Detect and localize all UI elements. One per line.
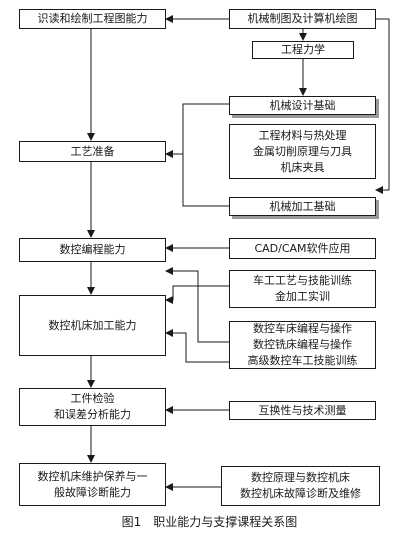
ability-maintenance-box: 数控机床维护保养与一 般故障诊断能力 [19, 463, 166, 506]
course-turning-line1: 车工工艺与技能训练 [253, 274, 352, 287]
course-measurement-box: 互换性与技术测量 [229, 401, 376, 420]
course-nc-principles-line2: 数控机床故障诊断及维修 [240, 487, 361, 500]
arrow-design-to-drawing-course-loop [375, 18, 390, 194]
course-turning-box: 车工工艺与技能训练 金加工实训 [229, 270, 376, 308]
ability-drawing-box: 识读和绘制工程图能力 [19, 9, 166, 29]
ability-maintenance-line2: 般故障诊断能力 [54, 485, 131, 499]
ability-drawing-label: 识读和绘制工程图能力 [37, 12, 148, 25]
ability-machining-box: 数控机床加工能力 [19, 295, 166, 356]
course-nc-ops-line3: 高级数控车工技能训练 [247, 354, 358, 367]
course-drawing-box: 机械制图及计算机绘图 [229, 9, 376, 29]
ability-maintenance-line1: 数控机床维护保养与一 [37, 469, 148, 483]
course-materials-line1: 工程材料与热处理 [258, 128, 347, 142]
ability-inspection-line2: 和误差分析能力 [54, 408, 131, 421]
course-design-label: 机械设计基础 [269, 98, 336, 112]
course-nc-ops-box: 数控车床编程与操作 数控铣床编程与操作 高级数控车工技能训练 [229, 321, 376, 369]
course-measurement-label: 互换性与技术测量 [258, 403, 347, 417]
course-nc-ops-line2: 数控铣床编程与操作 [253, 338, 352, 351]
course-mechanics-box: 工程力学 [252, 41, 354, 59]
course-turning-line2: 金加工实训 [275, 290, 330, 303]
course-nc-ops-line1: 数控车床编程与操作 [253, 322, 352, 335]
course-machining-basics-label: 机械加工基础 [269, 199, 336, 213]
ability-programming-label: 数控编程能力 [59, 243, 126, 256]
course-design-box: 机械设计基础 [229, 96, 376, 115]
course-nc-principles-line1: 数控原理与数控机床 [251, 471, 350, 484]
ability-inspection-box: 工件检验 和误差分析能力 [19, 388, 166, 426]
arrow-turning-to-machining [165, 285, 229, 304]
ability-programming-box: 数控编程能力 [19, 238, 166, 262]
arrow-design-to-process [165, 103, 229, 158]
course-cad-cam-label: CAD/CAM软件应用 [254, 241, 351, 255]
figure-caption: 图1 职业能力与支撑课程关系图 [121, 515, 298, 529]
arrow-nc-ops-to-machining [165, 329, 229, 363]
ability-process-label: 工艺准备 [70, 144, 115, 158]
course-nc-principles-box: 数控原理与数控机床 数控机床故障诊断及维修 [221, 466, 380, 506]
course-cad-cam-box: CAD/CAM软件应用 [229, 238, 376, 259]
ability-machining-label: 数控机床加工能力 [48, 318, 137, 332]
course-materials-line3: 机床夹具 [280, 160, 325, 174]
course-materials-box: 工程材料与热处理 金属切削原理与刀具 机床夹具 [229, 124, 376, 179]
course-machining-basics-box: 机械加工基础 [229, 197, 376, 216]
ability-inspection-line1: 工件检验 [70, 392, 115, 405]
course-mechanics-label: 工程力学 [281, 43, 325, 56]
arrow-nc-ops-to-programming [165, 267, 229, 343]
course-materials-line2: 金属切削原理与刀具 [253, 144, 352, 158]
course-drawing-label: 机械制图及计算机绘图 [247, 12, 358, 25]
connector-machining-basics-to-process [182, 154, 229, 207]
ability-process-box: 工艺准备 [19, 141, 166, 162]
